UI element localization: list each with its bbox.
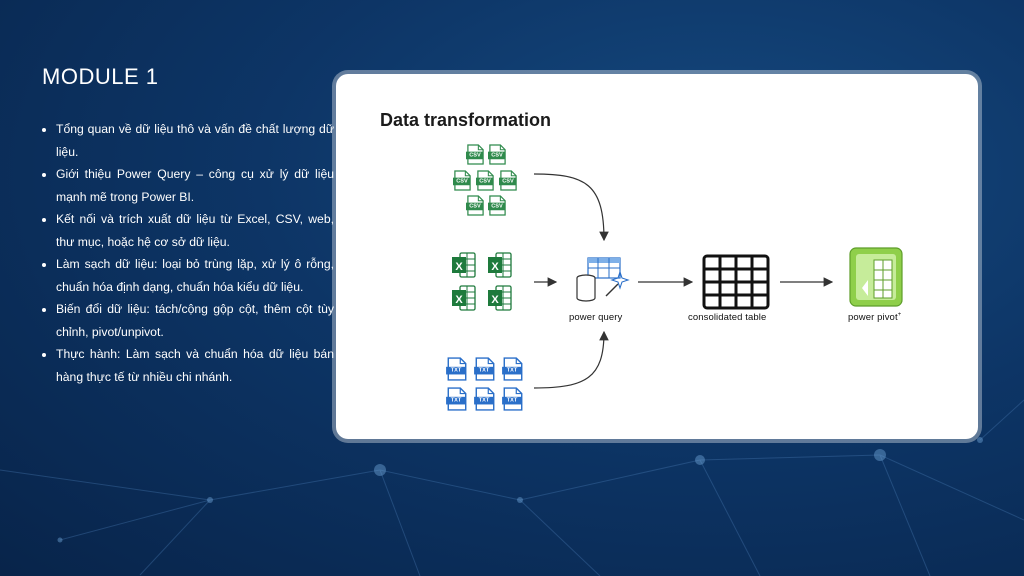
bullet-item: Biến đổi dữ liệu: tách/cộng gộp cột, thê… [56,298,334,343]
bullet-item: Làm sạch dữ liệu: loại bỏ trùng lặp, xử … [56,253,334,298]
bullet-item: Tổng quan về dữ liệu thô và vấn đề chất … [56,118,334,163]
txt-file-icon: TXT [502,357,523,381]
svg-text:TXT: TXT [507,398,518,404]
consolidated-table-icon [702,254,770,310]
svg-text:CSV: CSV [491,204,503,210]
consolidated-table-label: consolidated table [688,312,767,323]
diagram-card: Data transformation [336,74,978,439]
excel-file-icon: X [452,285,476,311]
txt-file-icon: TXT [446,387,467,411]
svg-text:TXT: TXT [479,368,490,374]
excel-file-icon: X [488,285,512,311]
svg-text:TXT: TXT [451,368,462,374]
arrow-txt-to-power-query [533,330,609,389]
excel-file-icon: X [488,252,512,278]
txt-file-icon: TXT [474,357,495,381]
arrow-csv-to-power-query [533,173,609,242]
txt-files-group: TXT TXT TXT TXT TXT TXT [446,357,523,411]
power-query-icon [576,257,630,302]
excel-files-group: X X X X [452,252,512,311]
svg-text:X: X [455,261,463,273]
csv-file-icon: CSV [488,195,506,216]
csv-file-icon: CSV [488,144,506,165]
csv-file-icon: CSV [453,170,471,191]
csv-file-icon: CSV [499,170,517,191]
module-title: MODULE 1 [42,64,159,89]
txt-file-icon: TXT [502,387,523,411]
svg-text:CSV: CSV [502,179,514,185]
power-pivot-label: power pivot+ [848,312,902,324]
svg-text:X: X [491,261,499,273]
excel-file-icon: X [452,252,476,278]
svg-text:CSV: CSV [456,179,468,185]
svg-text:CSV: CSV [479,179,491,185]
csv-file-icon: CSV [476,170,494,191]
data-flow-diagram: CSV CSV CSV CSV CSV CSV CSV X X X X TXT … [446,144,903,411]
txt-file-icon: TXT [446,357,467,381]
diagram-title: Data transformation [380,110,552,130]
txt-file-icon: TXT [474,387,495,411]
svg-text:TXT: TXT [451,398,462,404]
svg-text:X: X [491,294,499,306]
svg-text:TXT: TXT [479,398,490,404]
svg-text:X: X [455,294,463,306]
bullet-list: Tổng quan về dữ liệu thô và vấn đề chất … [40,118,334,388]
csv-files-group: CSV CSV CSV CSV CSV CSV CSV [453,144,517,216]
power-query-label: power query [569,312,623,323]
power-pivot-icon [849,247,903,307]
svg-text:CSV: CSV [469,204,481,210]
bullet-item: Giới thiệu Power Query – công cụ xử lý d… [56,163,334,208]
csv-file-icon: CSV [466,195,484,216]
svg-text:TXT: TXT [507,368,518,374]
svg-text:CSV: CSV [469,153,481,159]
svg-text:CSV: CSV [491,153,503,159]
bullet-item: Kết nối và trích xuất dữ liệu từ Excel, … [56,208,334,253]
bullet-item: Thực hành: Làm sạch và chuẩn hóa dữ liệu… [56,343,334,388]
csv-file-icon: CSV [466,144,484,165]
